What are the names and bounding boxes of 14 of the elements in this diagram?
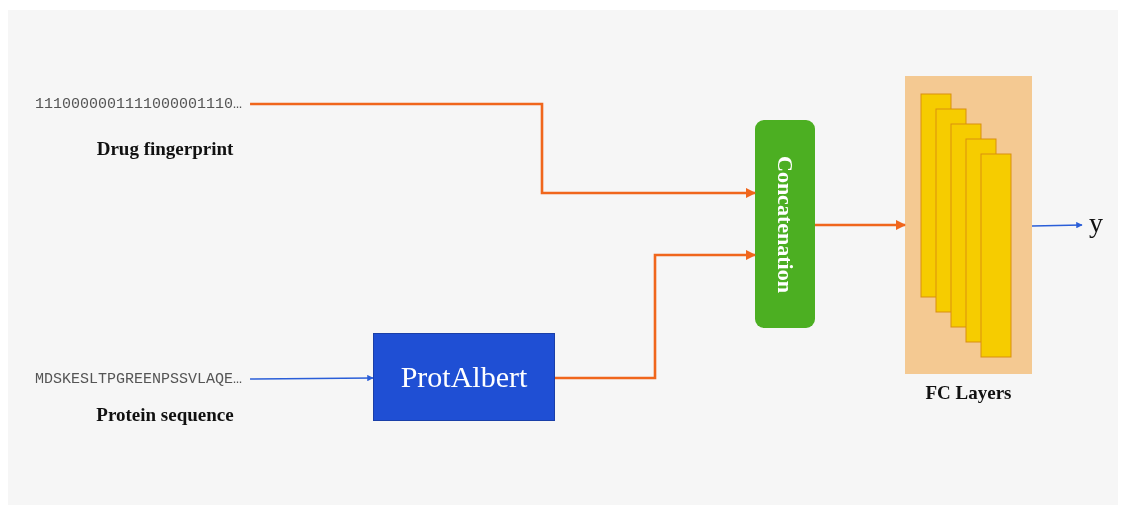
caption-text: Drug fingerprint — [95, 138, 235, 160]
bit-string-text: 1110000001111000001110… — [35, 93, 251, 115]
arrow — [1031, 221, 1083, 229]
arrow — [249, 374, 374, 382]
output-label: y — [1082, 208, 1110, 238]
caption-text: FC Layers — [924, 382, 1013, 404]
caption-text: Protein sequence — [95, 404, 235, 426]
sequence-text: MDSKESLTPGREENPSSVLAQE… — [35, 368, 251, 390]
concatenation-box: Concatenation — [755, 120, 815, 328]
arrow — [250, 102, 757, 199]
arrow — [555, 249, 757, 380]
model-box: ProtAlbert — [373, 333, 555, 421]
arrow — [815, 219, 907, 231]
fc-layers-panel — [905, 76, 1032, 374]
